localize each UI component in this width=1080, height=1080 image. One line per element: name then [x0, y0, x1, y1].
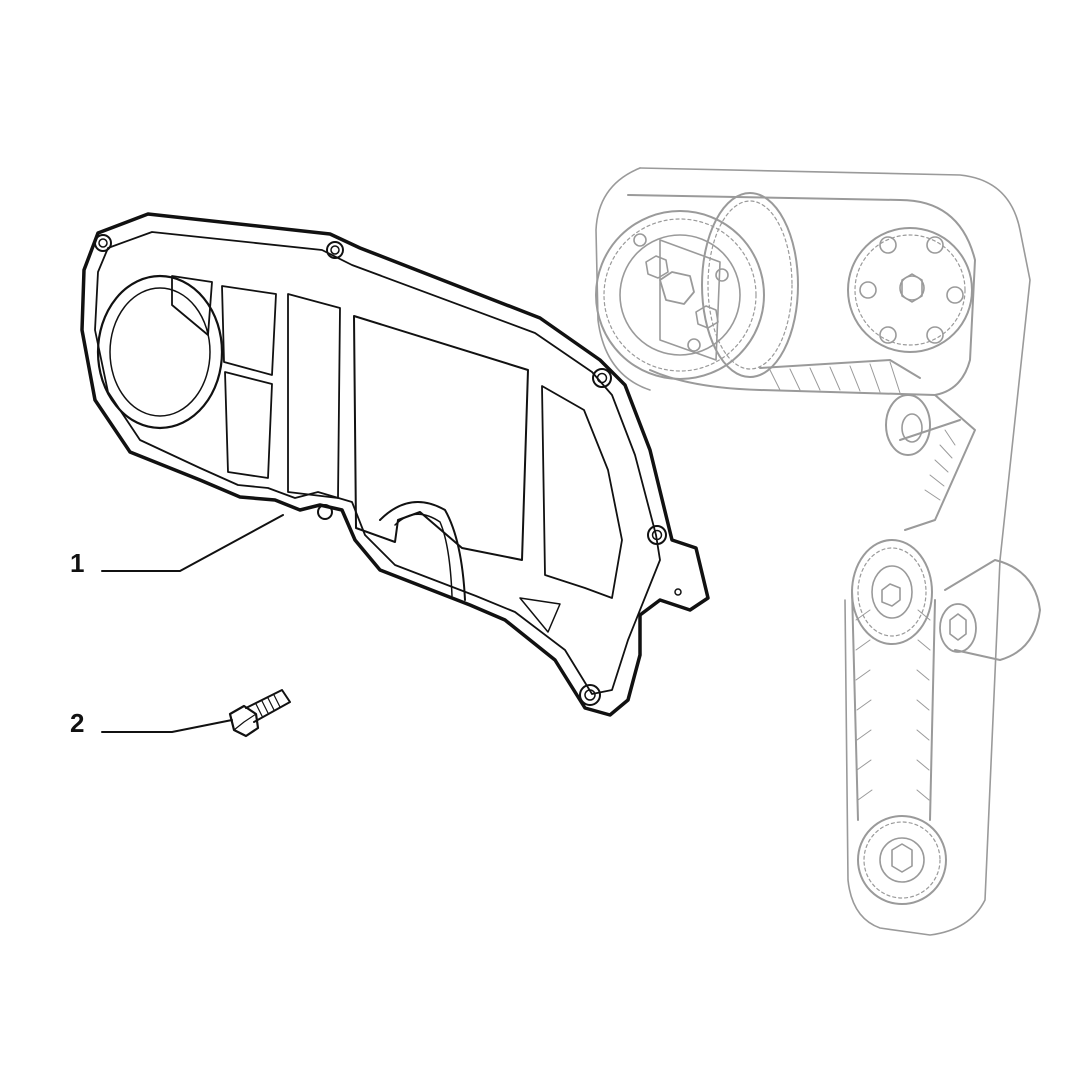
callout-number-2: 2 — [70, 708, 84, 738]
callout-1: 1 — [70, 514, 284, 578]
bolt-icon[interactable] — [228, 689, 291, 738]
timing-belt-drive-icon — [595, 167, 1041, 936]
callout-2: 2 — [70, 708, 233, 738]
leader-line-2 — [101, 719, 233, 733]
callout-number-1: 1 — [70, 548, 84, 578]
timing-cover-icon[interactable] — [80, 212, 710, 717]
leader-line-1 — [101, 514, 284, 572]
